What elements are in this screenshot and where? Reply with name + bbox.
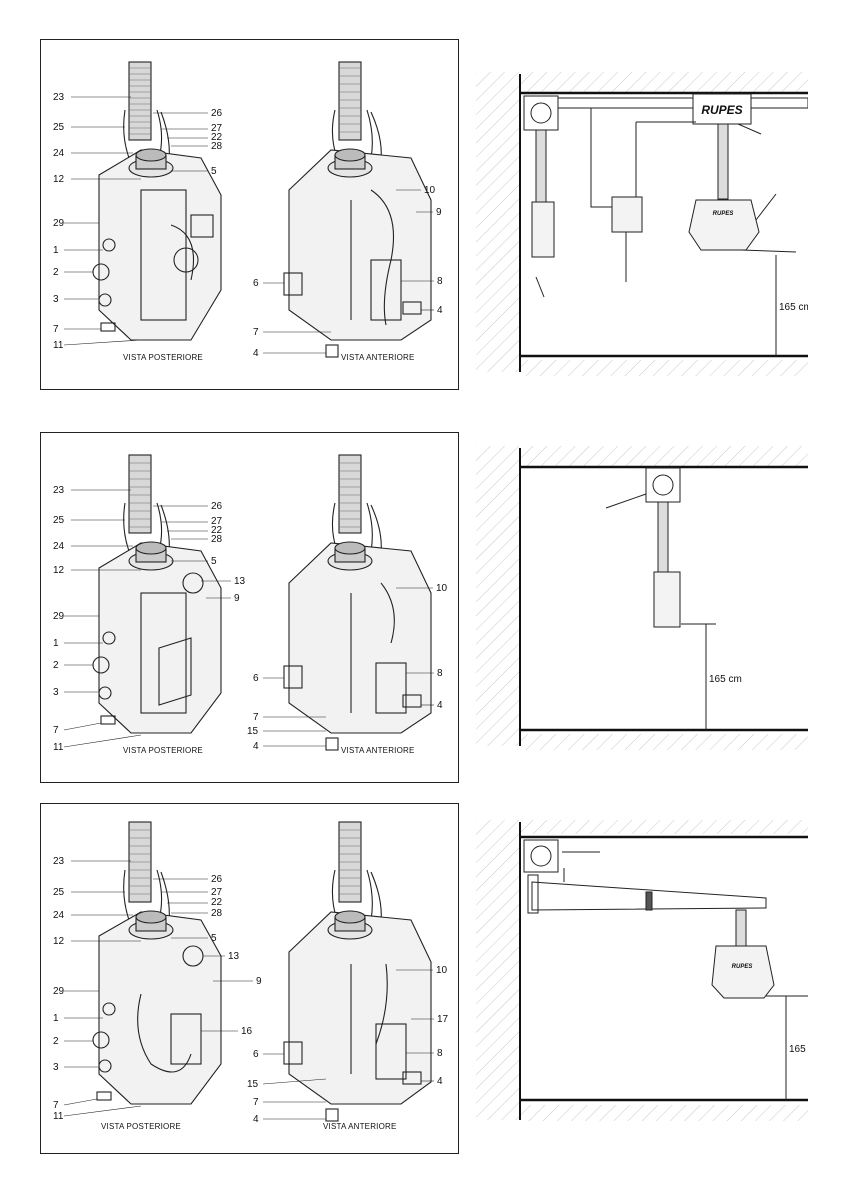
label-4: 4 — [253, 1114, 259, 1125]
label-1: 1 — [53, 1013, 59, 1024]
label-23: 23 — [53, 92, 65, 103]
label-7: 7 — [253, 712, 259, 723]
front-view-caption: VISTA ANTERIORE — [341, 746, 415, 755]
label-4: 4 — [437, 700, 443, 711]
label-9: 9 — [436, 207, 442, 218]
label-26: 26 — [211, 501, 223, 512]
label-7: 7 — [53, 1100, 59, 1111]
label-1: 1 — [53, 638, 59, 649]
label-4: 4 — [437, 1076, 443, 1087]
label-11: 11 — [53, 340, 64, 351]
label-8: 8 — [437, 276, 443, 287]
label-8: 8 — [437, 668, 443, 679]
label-9: 9 — [234, 593, 240, 604]
label-29: 29 — [53, 611, 65, 622]
label-11: 11 — [53, 1111, 64, 1122]
label-2: 2 — [53, 1036, 59, 1047]
label-8: 8 — [437, 1048, 443, 1059]
unit-drawing — [63, 821, 434, 1122]
label-15: 15 — [247, 726, 259, 737]
front-view-caption: VISTA ANTERIORE — [341, 353, 415, 362]
label-1: 1 — [53, 245, 59, 256]
label-6: 6 — [253, 673, 259, 684]
label-7: 7 — [53, 324, 59, 335]
label-3: 3 — [53, 1062, 59, 1073]
label-25: 25 — [53, 122, 65, 133]
label-29: 29 — [53, 218, 65, 229]
unit-logo: RUPES — [713, 211, 734, 217]
exploded-diagram-panel-3: 23 26 25 27 22 24 28 12 5 13 9 29 16 1 2… — [40, 803, 459, 1154]
rear-view-caption: VISTA POSTERIORE — [123, 353, 203, 362]
label-4: 4 — [253, 348, 259, 359]
height-label: 165 cm — [709, 674, 742, 685]
callout-labels: 23 26 25 27 22 24 28 12 5 29 1 2 3 7 11 … — [53, 92, 443, 362]
label-2: 2 — [53, 660, 59, 671]
label-24: 24 — [53, 910, 65, 921]
callout-labels: 23 26 25 27 22 24 28 12 5 13 9 29 1 2 3 … — [53, 485, 448, 755]
installation-scene-1: RUPES RUPES 165 cm — [476, 72, 808, 382]
label-13: 13 — [234, 576, 246, 587]
label-24: 24 — [53, 148, 65, 159]
label-26: 26 — [211, 108, 223, 119]
label-5: 5 — [211, 933, 217, 944]
label-10: 10 — [436, 583, 448, 594]
label-11: 11 — [53, 742, 64, 753]
label-12: 12 — [53, 936, 65, 947]
exploded-diagram-panel-1: 23 26 25 27 22 24 28 12 5 29 1 2 3 7 11 … — [40, 39, 459, 390]
unit-drawing — [63, 454, 434, 751]
callout-labels: 23 26 25 27 22 24 28 12 5 13 9 29 16 1 2… — [53, 856, 449, 1131]
label-2: 2 — [53, 267, 59, 278]
label-29: 29 — [53, 986, 65, 997]
label-10: 10 — [424, 185, 436, 196]
installation-drawing: 165 cm — [476, 446, 808, 750]
label-4: 4 — [253, 741, 259, 752]
label-28: 28 — [211, 141, 223, 152]
label-9: 9 — [256, 976, 262, 987]
label-22: 22 — [211, 525, 223, 536]
label-6: 6 — [253, 1049, 259, 1060]
label-15: 15 — [247, 1079, 259, 1090]
unit-drawing — [63, 61, 434, 358]
rear-view-caption: VISTA POSTERIORE — [101, 1122, 181, 1131]
label-22: 22 — [211, 897, 223, 908]
installation-drawing: RUPES 165 — [476, 820, 808, 1121]
label-3: 3 — [53, 687, 59, 698]
label-26: 26 — [211, 874, 223, 885]
label-24: 24 — [53, 541, 65, 552]
label-22: 22 — [211, 132, 223, 143]
label-28: 28 — [211, 534, 223, 545]
label-16: 16 — [241, 1026, 253, 1037]
installation-scene-2: 165 cm — [476, 446, 808, 756]
label-7: 7 — [53, 725, 59, 736]
installation-drawing: RUPES RUPES 165 cm — [476, 72, 808, 376]
front-view-caption: VISTA ANTERIORE — [323, 1122, 397, 1131]
rupes-brand-logo: RUPES — [701, 103, 742, 117]
label-27: 27 — [211, 123, 223, 134]
installation-scene-3: RUPES 165 — [476, 820, 808, 1130]
label-25: 25 — [53, 887, 65, 898]
label-7: 7 — [253, 1097, 259, 1108]
label-12: 12 — [53, 565, 65, 576]
label-12: 12 — [53, 174, 65, 185]
label-6: 6 — [253, 278, 259, 289]
height-label: 165 cm — [779, 302, 808, 313]
label-10: 10 — [436, 965, 448, 976]
exploded-diagram-panel-2: 23 26 25 27 22 24 28 12 5 13 9 29 1 2 3 … — [40, 432, 459, 783]
label-17: 17 — [437, 1014, 449, 1025]
label-5: 5 — [211, 166, 217, 177]
height-label: 165 — [789, 1044, 806, 1055]
label-3: 3 — [53, 294, 59, 305]
label-28: 28 — [211, 908, 223, 919]
label-7: 7 — [253, 327, 259, 338]
label-13: 13 — [228, 951, 240, 962]
label-4: 4 — [437, 305, 443, 316]
label-23: 23 — [53, 485, 65, 496]
label-27: 27 — [211, 887, 223, 898]
label-23: 23 — [53, 856, 65, 867]
label-25: 25 — [53, 515, 65, 526]
label-5: 5 — [211, 556, 217, 567]
rear-view-caption: VISTA POSTERIORE — [123, 746, 203, 755]
unit-logo: RUPES — [732, 964, 753, 970]
label-27: 27 — [211, 516, 223, 527]
